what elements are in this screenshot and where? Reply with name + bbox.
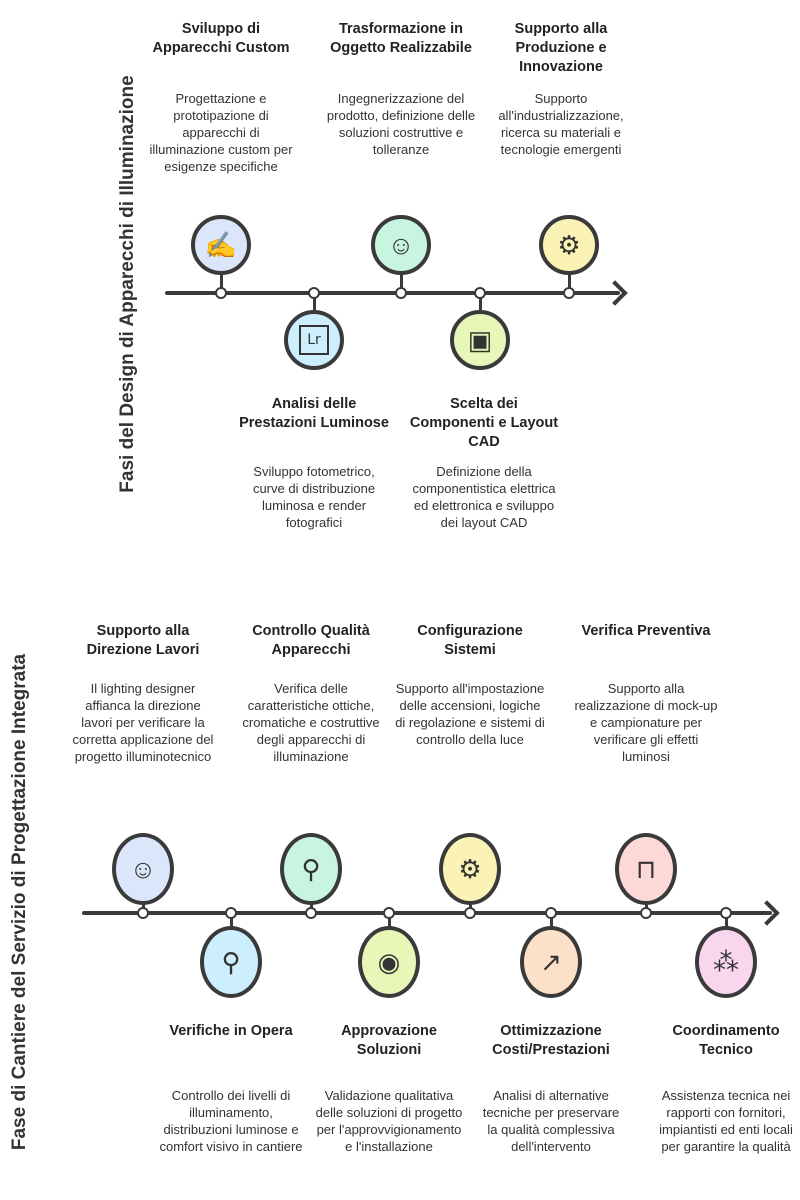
engineer-search-icon: ⚲ — [301, 853, 321, 884]
timeline-node — [463, 906, 476, 919]
step-icon-circle: Lr — [284, 310, 344, 370]
connector-stem — [724, 913, 728, 928]
touch-settings-icon: ⚙ — [458, 853, 482, 884]
step-title: Controllo Qualità Apparecchi — [252, 623, 370, 658]
step-description: Supporto all'impostazione delle accensio… — [395, 681, 545, 747]
connector-stem — [312, 293, 316, 312]
section-title: Fasi del Design di Apparecchi di Illumin… — [117, 75, 138, 493]
step-description: Progettazione e prototipazione di appare… — [149, 91, 293, 174]
step-title: Approvazione Soluzioni — [341, 1023, 437, 1058]
step-icon-circle: ↗ — [520, 926, 582, 998]
step-description: Verifica delle caratteristiche ottiche, … — [242, 681, 380, 764]
step-description: Analisi di alternative tecniche per pres… — [482, 1088, 620, 1154]
step-description: Il lighting designer affianca la direzio… — [72, 681, 214, 764]
timeline-arrowhead — [602, 280, 628, 306]
step-title: Coordinamento Tecnico — [672, 1023, 780, 1058]
timeline-node — [719, 906, 732, 919]
step-title: Scelta dei Componenti e Layout CAD — [409, 396, 559, 450]
lightroom-logo-icon: Lr — [299, 325, 329, 355]
connector-stem — [387, 913, 391, 928]
step-icon-circle: ▣ — [450, 310, 510, 370]
step-icon-circle: ⚙ — [439, 833, 501, 905]
step-icon-circle: ⚲ — [200, 926, 262, 998]
step-title: Ottimizzazione Costi/Prestazioni — [492, 1023, 610, 1058]
timeline-node — [473, 286, 486, 299]
step-icon-circle: ⁂ — [695, 926, 757, 998]
step-description: Ingegnerizzazione del prodotto, definizi… — [326, 91, 476, 157]
timeline-node — [224, 906, 237, 919]
step-icon-circle: ⚙ — [539, 215, 599, 275]
surveyor-tripod-icon: ⚲ — [221, 946, 241, 977]
conveyor-blueprint-icon: ▣ — [467, 324, 493, 355]
step-icon-circle: ⚲ — [280, 833, 342, 905]
step-title: Supporto alla Produzione e Innovazione — [514, 21, 608, 75]
connector-stem — [219, 273, 223, 293]
timeline-line — [165, 291, 620, 295]
step-title: Sviluppo di Apparecchi Custom — [152, 21, 290, 56]
timeline-node — [544, 906, 557, 919]
step-title: Trasformazione in Oggetto Realizzabile — [330, 21, 472, 56]
timeline-node — [394, 286, 407, 299]
step-description: Supporto alla realizzazione di mock-up e… — [574, 681, 718, 764]
connector-stem — [478, 293, 482, 312]
step-title: Supporto alla Direzione Lavori — [86, 623, 200, 658]
step-description: Sviluppo fotometrico, curve di distribuz… — [252, 464, 376, 530]
step-title: Verifiche in Opera — [169, 1023, 293, 1039]
connector-stem — [229, 913, 233, 928]
engineer-blueprint-icon: ☺ — [129, 853, 157, 884]
team-network-icon: ⁂ — [713, 946, 739, 977]
step-icon-circle: ◉ — [358, 926, 420, 998]
connector-stem — [567, 273, 571, 293]
timeline-node — [304, 906, 317, 919]
connector-stem — [399, 273, 403, 293]
step-title: Verifica Preventiva — [581, 623, 711, 639]
section-title: Fase di Cantiere del Servizio di Progett… — [9, 653, 30, 1151]
timeline-node — [136, 906, 149, 919]
engineer-blueprint-icon: ☺ — [387, 229, 415, 260]
eye-handshake-icon: ◉ — [377, 946, 401, 977]
timeline-node — [307, 286, 320, 299]
step-description: Assistenza tecnica nei rapporti con forn… — [659, 1088, 793, 1154]
timeline-node — [214, 286, 227, 299]
step-icon-circle: ☺ — [371, 215, 431, 275]
timeline-arrowhead — [754, 900, 780, 926]
robot-arm-conveyor-icon: ⚙ — [557, 229, 581, 260]
step-description: Supporto all'industrializzazione, ricerc… — [498, 91, 624, 157]
pendant-lights-icon: ⊓ — [635, 853, 657, 884]
trend-search-icon: ↗ — [540, 946, 562, 977]
timeline-node — [382, 906, 395, 919]
timeline-line — [82, 911, 772, 915]
designer-lamp-icon: ✍ — [204, 229, 238, 260]
timeline-node — [562, 286, 575, 299]
step-icon-circle: ⊓ — [615, 833, 677, 905]
step-description: Definizione della componentistica elettr… — [412, 464, 556, 530]
step-title: Analisi delle Prestazioni Luminose — [239, 396, 389, 431]
step-title: Configurazione Sistemi — [417, 623, 523, 658]
step-description: Validazione qualitativa delle soluzioni … — [315, 1088, 463, 1154]
step-icon-circle: ☺ — [112, 833, 174, 905]
connector-stem — [549, 913, 553, 928]
step-description: Controllo dei livelli di illuminamento, … — [159, 1088, 303, 1154]
timeline-node — [639, 906, 652, 919]
step-icon-circle: ✍ — [191, 215, 251, 275]
